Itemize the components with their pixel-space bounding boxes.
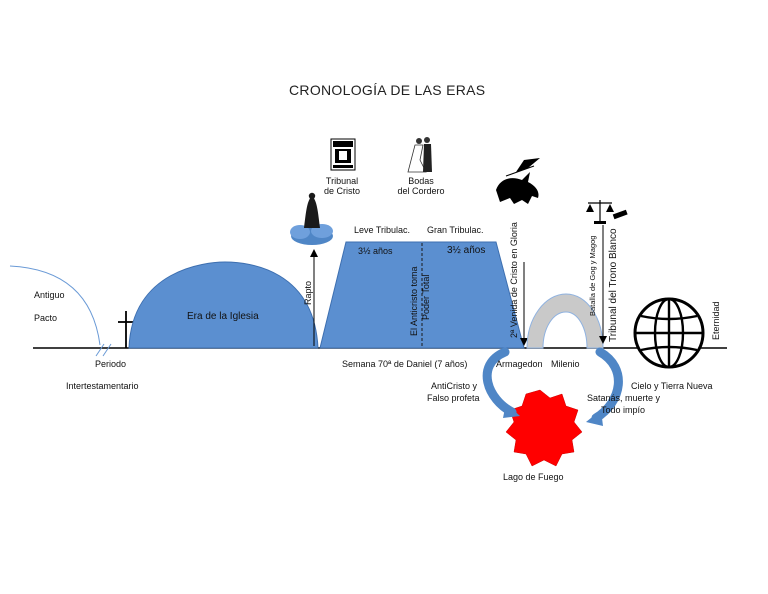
fire-star-icon — [505, 389, 583, 467]
label-new-heaven-earth: Cielo y Tierra Nueva — [631, 381, 713, 391]
label-church-era: Era de la Iglesia — [187, 311, 259, 322]
wedding-couple-icon — [407, 137, 432, 173]
label-gog-magog: Batalla de Gog y Magog — [588, 235, 597, 316]
label-second-coming: 2ª Venida de Cristo en Gloria — [509, 222, 519, 338]
label-antiguo: Antiguo — [34, 290, 65, 300]
throne-icon — [330, 138, 356, 171]
label-bodas: Bodas del Cordero — [391, 176, 451, 197]
label-lake-of-fire: Lago de Fuego — [503, 472, 564, 482]
label-antichrist-power-2: Poder Total — [421, 274, 431, 320]
satan-to-lake-arrow — [591, 347, 623, 423]
label-leve-tribulacion: Leve Tribulac. — [354, 225, 411, 235]
globe-icon — [633, 297, 705, 369]
label-antichrist-2: Falso profeta — [427, 393, 480, 403]
label-satan-2: Todo impío — [601, 405, 646, 415]
ascension-cloud-icon — [290, 192, 333, 245]
label-tribunal-cristo-line2: de Cristo — [323, 186, 360, 197]
label-eternity: Eternidad — [711, 301, 721, 340]
millennium-arch — [526, 293, 604, 349]
period-hatch-1 — [95, 343, 105, 357]
label-tribunal-cristo-line1: Tribunal — [325, 176, 359, 186]
label-first-half-years: 3½ años — [358, 246, 393, 256]
scales-gavel-icon — [586, 200, 628, 224]
old-covenant-arc — [9, 265, 101, 346]
label-pacto: Pacto — [34, 313, 58, 323]
label-bodas-line2: del Cordero — [397, 186, 445, 197]
label-white-throne: Tribunal del Trono Blanco — [608, 228, 619, 342]
cross-icon — [118, 311, 134, 348]
label-second-half-years: 3½ años — [447, 245, 486, 256]
label-gran-tribulacion: Gran Tribulac. — [427, 225, 484, 235]
label-armageddon: Armagedon — [496, 359, 543, 369]
label-rapture: Rapto — [303, 280, 313, 305]
rider-horse-icon — [496, 158, 540, 204]
label-tribunal-cristo: Tribunal de Cristo — [321, 176, 363, 197]
label-intertestamentario: Intertestamentario — [66, 381, 139, 391]
label-millennium: Milenio — [551, 359, 580, 369]
label-periodo: Periodo — [95, 359, 127, 369]
label-week-70: Semana 70ª de Daniel (7 años) — [342, 359, 468, 369]
label-satan-1: Satanás, muerte y — [587, 393, 661, 403]
label-antichrist-power-1: El Anticristo toma — [409, 266, 419, 336]
church-era-dome — [128, 261, 319, 349]
diagram-title: CRONOLOGÍA DE LAS ERAS — [289, 82, 486, 98]
period-hatch-2 — [102, 343, 112, 357]
label-bodas-line1: Bodas — [408, 176, 434, 186]
label-antichrist-1: AntiCristo y — [431, 381, 478, 391]
